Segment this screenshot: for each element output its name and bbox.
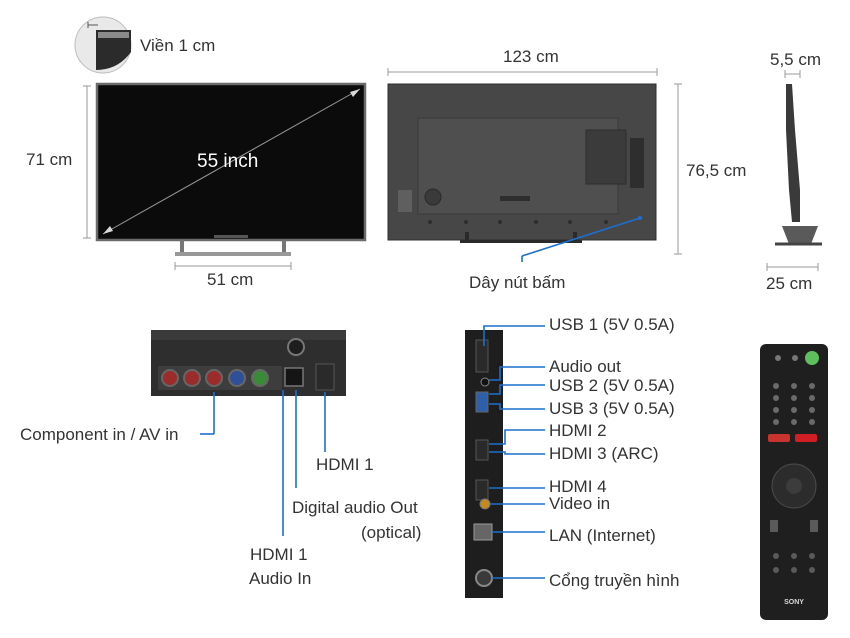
remote-control: SONY [760,344,828,620]
component-jacks [161,369,269,387]
side-port-label-8: Video in [549,494,610,513]
bottom-ports-panel [151,330,346,396]
hdmi1-audio-label-2: Audio In [249,569,311,588]
bezel-magnifier-icon [74,16,132,74]
depth-stand-label: 25 cm [766,274,812,293]
remote-brand-label: SONY [784,599,804,606]
side-port-label-1: USB 1 (5V 0.5A) [549,315,675,334]
side-port-label-2: Audio out [549,357,621,376]
side-port-label-6: HDMI 3 (ARC) [549,444,659,463]
side-port-label-10: Cổng truyền hình [549,571,679,590]
tv-front-stand [175,240,291,256]
netflix-button [795,434,817,442]
digital-out-label-2: (optical) [361,523,421,542]
component-label: Component in / AV in [20,425,178,444]
tv-side-profile [786,84,800,222]
width-label: 123 cm [503,47,559,66]
button-cable-label: Dây nút bấm [469,273,565,292]
side-ports-panel [465,330,503,598]
depth-panel-label: 5,5 cm [770,50,821,69]
height-front-label: 71 cm [26,150,72,169]
front-view: Viền 1 cm 55 inch 71 cm 51 cm [26,16,367,289]
side-port-label-9: LAN (Internet) [549,526,656,545]
digital-out-label-1: Digital audio Out [292,498,418,517]
height-stand-label: 76,5 cm [686,161,746,180]
side-port-connectors [483,325,545,579]
bezel-label: Viền 1 cm [140,36,215,55]
side-port-label-7: HDMI 4 [549,477,607,496]
hdmi1-label: HDMI 1 [316,455,374,474]
hdmi1-audio-label-1: HDMI 1 [250,545,308,564]
side-port-label-5: HDMI 2 [549,421,607,440]
side-port-label-3: USB 2 (5V 0.5A) [549,376,675,395]
hdmi1-port-bottom [315,363,335,391]
diagonal-label: 55 inch [197,151,258,172]
google-play-button [768,434,790,442]
stand-width-label: 51 cm [207,270,253,289]
side-port-label-4: USB 3 (5V 0.5A) [549,399,675,418]
back-view: 123 cm Dây nút bấm 76,5 cm [387,47,746,292]
side-view: 5,5 cm 25 cm [766,50,822,293]
